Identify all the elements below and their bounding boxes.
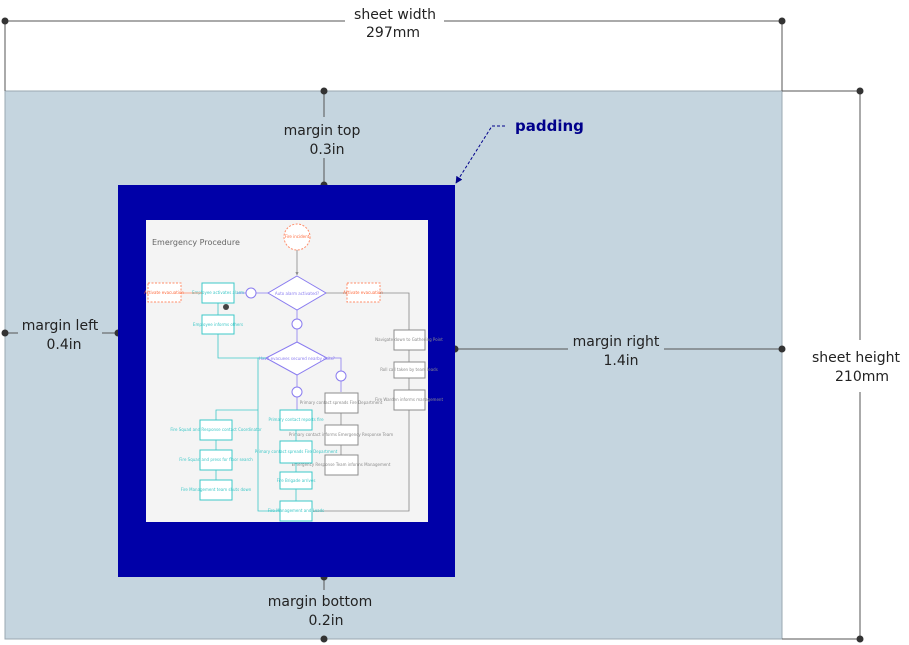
margin-right-value: 1.4in [603,353,638,369]
flow-floor-search-text: Fire Squad and press for floor search [179,457,253,462]
margin-top-label: margin top [284,123,361,139]
flow-start-text: Fire incident [285,234,310,239]
flow-yes-badge-2 [291,386,303,398]
flow-fire-warden [393,389,426,411]
margin-right-label: margin right [573,334,660,350]
margin-right-label-bg [568,332,664,368]
flow-start-node [283,223,311,251]
sheet-width-dot-left [1,17,9,25]
sheet-width-dimension [4,20,783,91]
padding-arrow [455,125,505,184]
sheet-width-label: sheet width [354,7,436,23]
flow-no-badge-left [245,287,257,299]
flow-decision-alarm-text: Auto alarm activated? [275,291,319,296]
flow-gathering-point-text: Navigate down to Gathering Point [375,337,443,342]
margin-top-value: 0.3in [309,142,344,158]
margin-top-dot-upper [320,87,328,95]
flow-emergency-response-text: Emergency Response Team informs Manageme… [292,462,391,467]
sheet-width-value: 297mm [366,25,420,41]
flow-activate-right [346,282,381,303]
margin-bottom-dot-outer [320,635,328,643]
sheet-height-value: 210mm [835,369,889,385]
flow-yes-badge-1 [291,318,303,330]
flow-gathering-point [393,329,426,351]
flow-activate-left [147,282,182,303]
flow-fire-warden-text: Fire Warden informs management [375,397,443,402]
flow-primary-spreads-text: Primary contact spreads Fire Department [255,449,338,454]
flow-no-badge-2 [335,370,347,382]
flow-primary-contact-text: Primary contact spreads Fire Department [300,400,383,405]
flow-brigade-arrives-text: Fire Brigade arrives [277,478,316,483]
flow-primary-reports-text: Primary contact reports fire [268,417,324,422]
sheet-height-dot-bottom [856,635,864,643]
flow-squad-coordinator-text: Fire Squad and Response contact Coordina… [170,427,262,432]
flow-roll-call [393,361,426,379]
flow-roll-call-text: Roll call taken by team leads [380,367,438,372]
flow-management-leads-text: Fire Management and Leads [268,508,325,513]
sheet-height-dimension [782,90,861,640]
flow-employee-activate-text: Employee activates alarm [192,290,244,295]
flowchart-title: Emergency Procedure [152,238,240,247]
flow-team-shuts-down-text: Fire Management team shuts down [181,487,252,492]
flow-employee-inform-text: Employee informs others [193,322,243,327]
flow-cursor-dot [223,304,229,310]
flow-team-shuts-down [199,479,233,501]
flow-decision-exits-text: Have evacuees secured nearby exits? [259,356,335,361]
flow-emergency-response [324,454,359,476]
sheet-height-label: sheet height [812,350,900,366]
margin-left-value: 0.4in [46,337,81,353]
margin-left-label-bg [18,316,102,352]
margin-bottom-label: margin bottom [268,594,372,610]
flow-primary-informs [324,424,359,446]
flow-primary-informs-text: Primary contact informs Emergency Respon… [289,432,393,437]
sheet-width-dot-right [778,17,786,25]
margin-bottom-value: 0.2in [308,613,343,629]
margin-left-label: margin left [22,318,99,334]
flow-primary-contact [324,392,359,414]
sheet-height-dot-top [856,87,864,95]
flow-activate-left-text: Activate evacuation [144,290,184,295]
content-image: Emergency Procedure Fire incident Auto a… [144,220,443,522]
margin-right-dot-outer [778,345,786,353]
padding-label: padding [515,117,584,135]
flow-activate-right-text: Activate evacuation [343,290,383,295]
margin-left-dot-outer [1,329,9,337]
